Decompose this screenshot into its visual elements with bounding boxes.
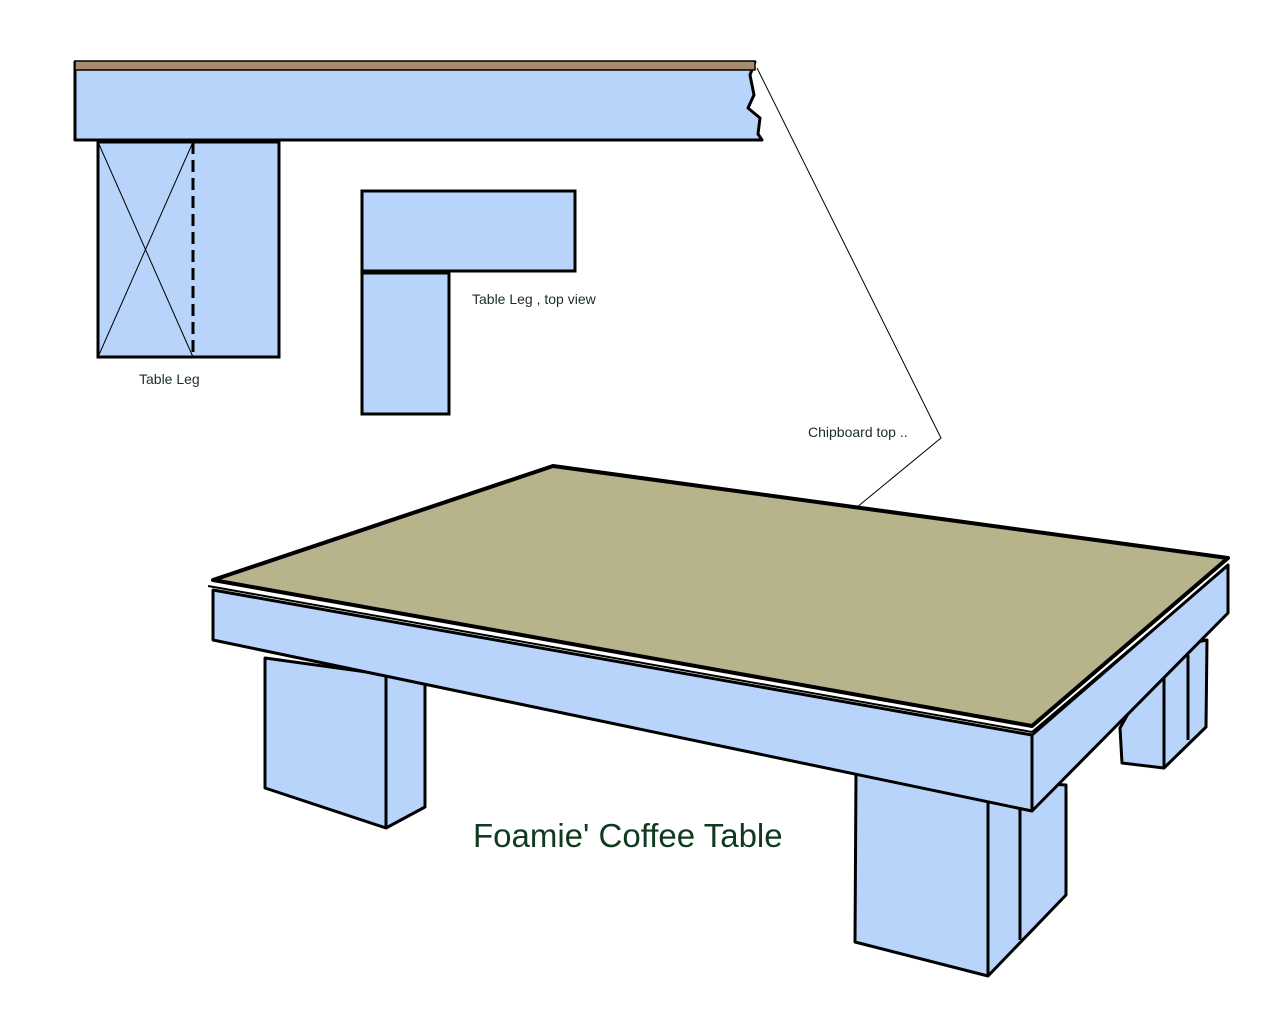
leg-front-body — [96, 140, 281, 359]
table-leg-front-view: Table Leg — [96, 140, 281, 387]
coffee-table-3d — [207, 464, 1230, 978]
chipboard-top-label: Chipboard top .. — [808, 424, 908, 440]
table-leg-label: Table Leg — [139, 371, 200, 387]
chipboard-callout: Chipboard top .. — [756, 67, 942, 551]
leg-cross-line — [97, 141, 194, 358]
top-underside-edge — [207, 585, 1033, 733]
top-underside-edge — [1031, 565, 1229, 733]
callout-leader-line — [756, 67, 942, 546]
chipboard-tabletop — [211, 464, 1230, 728]
table-leg-top-view-label: Table Leg , top view — [472, 291, 597, 307]
table-leg-top-view: Table Leg , top view — [360, 189, 597, 416]
tabletop-section-chipboard — [74, 60, 756, 71]
diagram-title: Foamie' Coffee Table — [473, 817, 783, 854]
leg-top-horizontal — [360, 189, 577, 273]
tabletop-section-foam — [73, 60, 764, 142]
leg-top-vertical — [360, 271, 451, 416]
front-left-leg — [263, 656, 427, 830]
tabletop-section-view — [73, 60, 764, 142]
